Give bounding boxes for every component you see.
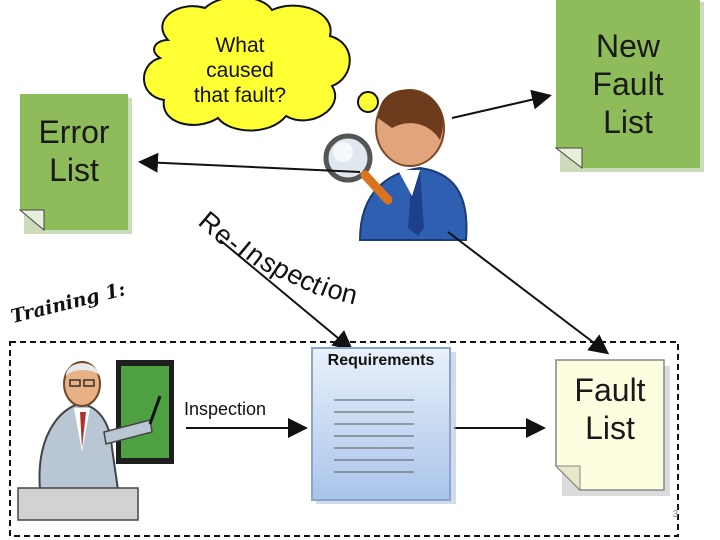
- inspector-person-figure: [323, 89, 468, 241]
- new-fault-list-line-2: Fault: [592, 65, 664, 102]
- teacher-figure: [17, 360, 174, 521]
- error-list-note: [18, 94, 132, 234]
- cloud-question: What caused that fault?: [178, 33, 302, 109]
- arrow-to-new-fault-list: [451, 89, 552, 119]
- requirements-title: Requirements: [327, 352, 435, 369]
- new-fault-list-line-3: List: [603, 103, 653, 140]
- fault-list-line-2: List: [585, 409, 635, 446]
- arrow-to-fault-list: [447, 231, 610, 355]
- new-fault-list-label: New Fault List: [556, 28, 700, 141]
- error-list-label: Error List: [20, 114, 128, 190]
- fault-list-note: [554, 359, 670, 496]
- error-list-line-1: Error: [38, 114, 110, 150]
- requirements-document: [311, 347, 456, 504]
- error-list-line-2: List: [49, 151, 99, 188]
- inspection-label: Inspection: [184, 399, 267, 419]
- cloud-line-3: that fault?: [193, 84, 287, 108]
- training-dashed-box: [9, 341, 679, 537]
- new-fault-list-note: [554, 0, 704, 172]
- new-fault-list-line-1: New: [595, 28, 660, 64]
- fault-list-label: Fault List: [556, 372, 664, 448]
- cloud-line-2: caused: [206, 59, 274, 83]
- fault-list-line-1: Fault: [574, 372, 646, 408]
- cloud-line-1: What: [215, 34, 265, 57]
- arrow-reinspection-to-requirements: [219, 239, 354, 351]
- page-number: 3: [672, 509, 678, 520]
- arrow-to-error-list: [138, 152, 361, 173]
